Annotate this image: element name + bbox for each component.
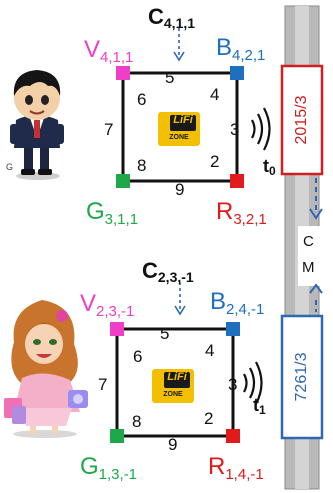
bottom-graph: [115, 327, 235, 438]
top-v-label: V4,1,1: [84, 36, 134, 66]
bottom-edge-label-lower-right: 2: [204, 409, 214, 428]
bottom-b-label: B2,4,-1: [210, 288, 265, 318]
top-b-node: [230, 66, 244, 80]
top-edge-label-lower-left: 8: [137, 156, 147, 175]
top-light-waves-icon: [251, 107, 271, 151]
bottom-lifi-zone: ZONE: [163, 391, 183, 398]
cm-c-label: C: [303, 233, 314, 250]
top-lifi-badge: [158, 112, 200, 146]
bottom-light-waves-icon: [243, 361, 263, 405]
girl-avatar: [4, 300, 88, 438]
top-graph: [121, 71, 239, 183]
bottom-edge-label-left: 7: [98, 375, 108, 394]
bottom-edge-label-upper-left: 6: [133, 347, 143, 366]
top-edge-label-lower-right: 2: [210, 152, 220, 171]
bottom-edge-label-right: 3: [228, 375, 238, 394]
bottom-b-node: [226, 322, 240, 336]
top-arrow-icon: [173, 51, 185, 62]
bottom-r-node: [226, 429, 240, 443]
bottom-value-box: [280, 314, 324, 440]
top-edge-label-bottom: 9: [175, 180, 185, 199]
bottom-v-node: [110, 322, 124, 336]
cm-box: [298, 226, 320, 286]
top-center-title: C4,1,1: [148, 4, 196, 31]
top-edge-label-right: 3: [230, 120, 240, 139]
bottom-arrow-icon: [174, 305, 186, 316]
bar-arrow-down-icon: [309, 208, 323, 220]
top-edge-label-upper-right: 4: [210, 85, 220, 104]
bottom-center-title: C2,3,-1: [142, 258, 194, 285]
top-lifi-zone: ZONE: [169, 134, 189, 141]
bottom-lifi-brand: LiFi: [167, 371, 187, 383]
top-lifi-brand: LiFi: [173, 114, 193, 126]
top-edge-label-left: 7: [104, 120, 114, 139]
top-b-label: B4,2,1: [216, 34, 266, 64]
bottom-g-label: G1,3,-1: [80, 453, 138, 483]
bottom-lifi-badge: [152, 369, 194, 403]
top-v-node: [116, 66, 130, 80]
bottom-edge-label-lower-left: 8: [132, 412, 142, 431]
bottom-time-label: t1: [253, 395, 266, 417]
bottom-v-label: V2,3,-1: [80, 290, 135, 320]
top-small-mark: G: [6, 162, 14, 172]
top-r-label: R3,2,1: [216, 198, 267, 228]
top-edge-label-top: 5: [165, 68, 175, 87]
top-edge-label-upper-left: 6: [137, 90, 147, 109]
boy-avatar: [10, 70, 64, 180]
top-g-label: G3,1,1: [86, 198, 139, 228]
bottom-edge-label-bottom: 9: [168, 435, 178, 454]
bar-arrow-up-icon: [309, 283, 323, 294]
bottom-r-label: R1,4,-1: [208, 453, 264, 483]
top-time-label: t0: [263, 156, 276, 178]
top-value-box: [280, 64, 324, 176]
bottom-edge-label-upper-right: 4: [205, 341, 215, 360]
cm-m-label: M: [302, 259, 315, 276]
top-r-node: [230, 174, 244, 188]
top-value-label: 2015/3: [293, 95, 310, 145]
bottom-edge-label-top: 5: [160, 324, 170, 343]
top-g-node: [116, 174, 130, 188]
bottom-g-node: [110, 429, 124, 443]
bottom-value-label: 7261/3: [293, 352, 310, 402]
